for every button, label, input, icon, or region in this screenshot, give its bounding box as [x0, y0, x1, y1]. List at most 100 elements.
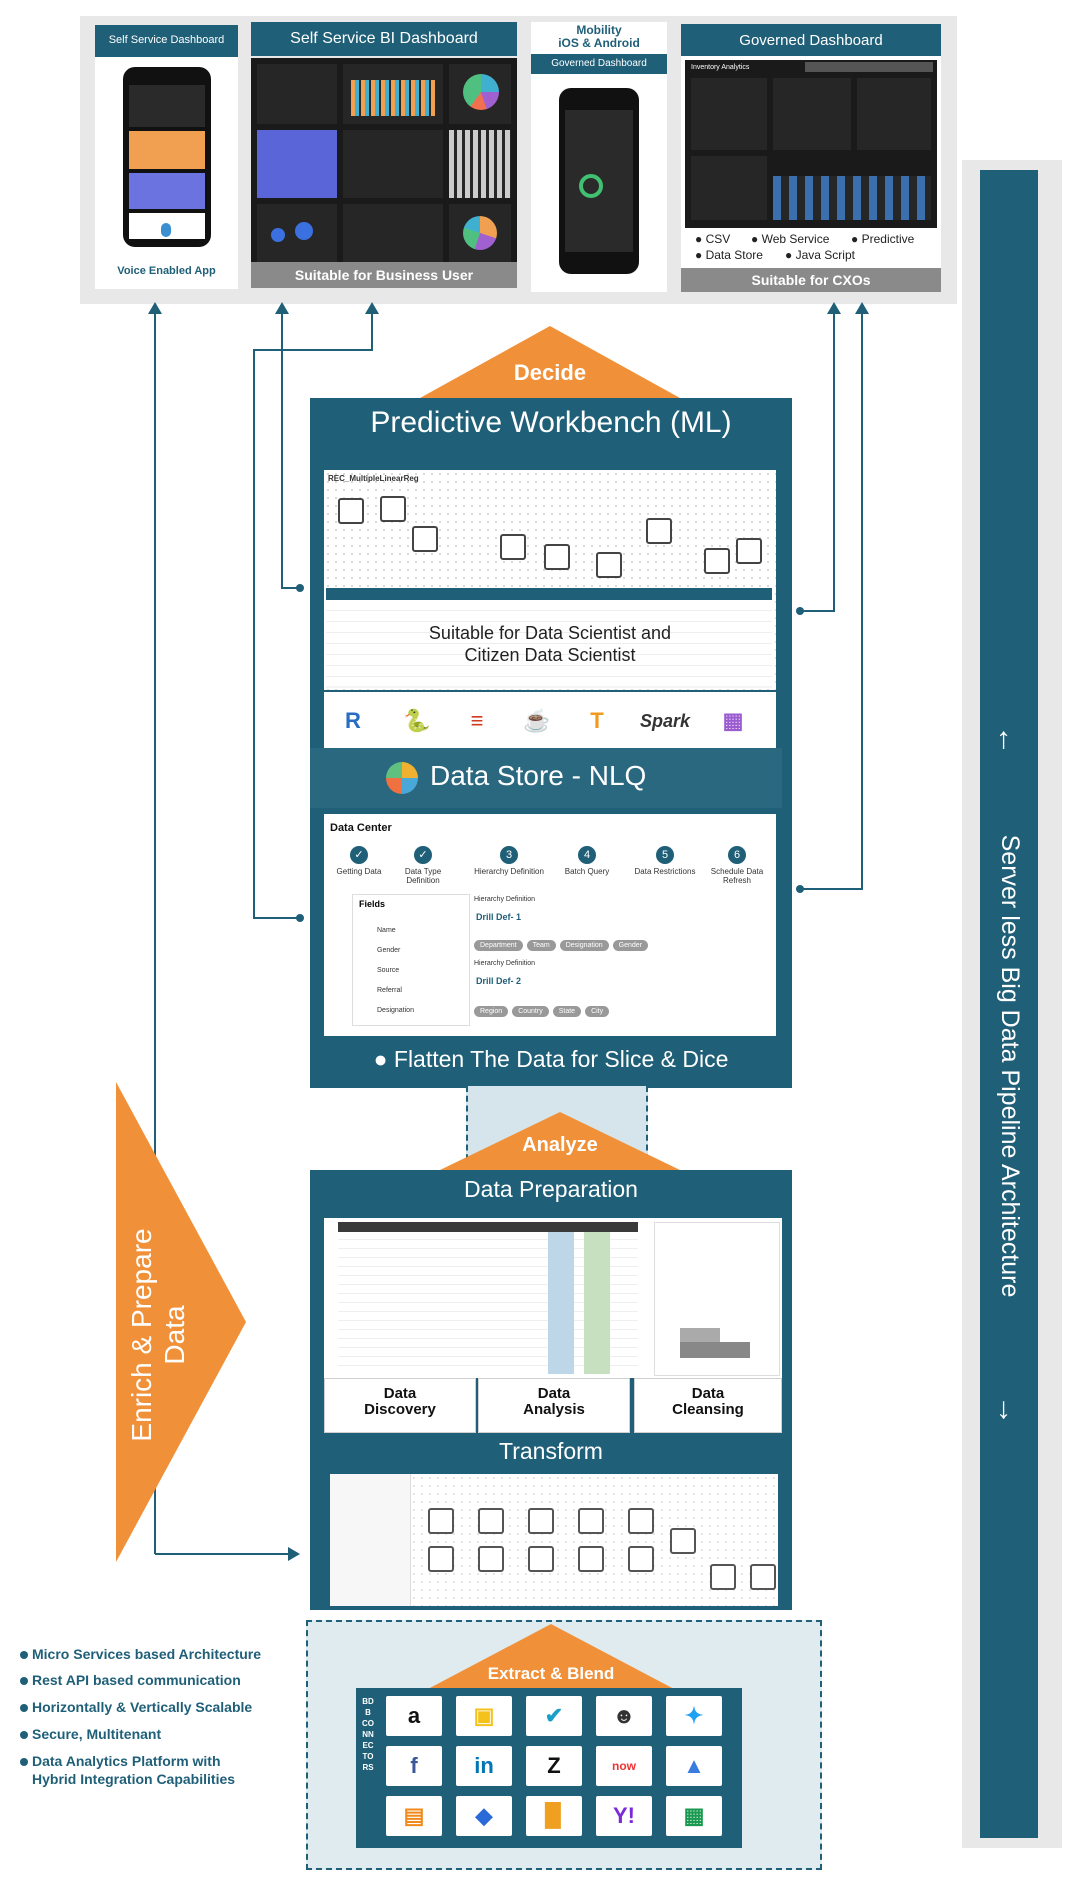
amazon-connector-icon[interactable]: a — [386, 1696, 442, 1736]
inventory-analytics-label: Inventory Analytics — [691, 64, 750, 71]
overlay-line1: Suitable for Data Scientist and — [428, 623, 672, 643]
governed-dashboard-preview: Inventory Analytics — [685, 60, 937, 228]
field-item[interactable]: Name — [377, 927, 396, 934]
governed-small-title: Governed Dashboard — [551, 58, 647, 69]
voice-enabled-label: Voice Enabled App — [117, 265, 216, 277]
data-analysis-line2: Analysis — [523, 1401, 585, 1418]
step-getting-data[interactable]: ✓Getting Data — [324, 846, 394, 876]
feature-item: Horizontally & Vertically Scalable — [19, 1699, 253, 1715]
field-item[interactable]: Gender — [377, 947, 401, 954]
chip-region[interactable]: Region — [474, 1006, 509, 1017]
datastore-title: Data Store - NLQ — [430, 760, 647, 791]
enrich-line1: Enrich & Prepare — [126, 1228, 157, 1442]
mailchimp-connector-icon[interactable]: ☻ — [596, 1696, 652, 1736]
chip-gender[interactable]: Gender — [612, 940, 649, 951]
chip-designation[interactable]: Designation — [559, 940, 609, 951]
chip-team[interactable]: Team — [526, 940, 556, 951]
connectors-vertical-label: BDB CONNECTORS — [362, 1697, 374, 1772]
linkedin-connector-icon[interactable]: in — [456, 1746, 512, 1786]
workbench-title: Predictive Workbench (ML) — [370, 406, 732, 439]
export-data-store: ● Data Store — [695, 248, 763, 262]
drill-def-1: Drill Def- 1 — [476, 912, 522, 922]
feature-item: Micro Services based Architecture — [19, 1646, 262, 1662]
export-java-script: ● Java Script — [785, 248, 855, 262]
hierarchy-label-1: Hierarchy Definition — [474, 896, 536, 903]
hierarchy-panel: Hierarchy Definition Drill Def- 1 Depart… — [474, 894, 770, 1024]
step-data-type[interactable]: ✓Data Type Definition — [388, 846, 458, 885]
analyze-label: Analyze — [522, 1134, 598, 1156]
data-cleansing-line2: Cleansing — [672, 1401, 744, 1418]
data-cleansing-line1: Data — [691, 1385, 725, 1402]
feature-item: Secure, Multitenant — [19, 1726, 162, 1742]
data-center-title: Data Center — [330, 822, 392, 834]
zendesk-connector-icon[interactable]: Z — [526, 1746, 582, 1786]
data-center-panel: Data Center ✓Getting Data ✓Data Type Def… — [324, 814, 776, 1036]
drill-def-2: Drill Def- 2 — [476, 976, 522, 986]
r-logo-icon: R — [345, 708, 361, 733]
field-item[interactable]: Source — [377, 967, 400, 974]
field-item[interactable]: Referral — [377, 987, 402, 994]
scala-logo-icon: ≡ — [470, 708, 484, 733]
workbench-tab[interactable]: REC_MultipleLinearReg — [328, 474, 419, 483]
workbench-overlay-text: Suitable for Data Scientist and Citizen … — [324, 622, 776, 666]
facebook-connector-icon[interactable]: f — [386, 1746, 442, 1786]
chip-department[interactable]: Department — [474, 940, 523, 951]
flipkart-connector-icon[interactable]: ▣ — [456, 1696, 512, 1736]
feed-connector-icon[interactable]: ▤ — [386, 1796, 442, 1836]
neural-net-logo-icon: ▦ — [722, 708, 744, 733]
adwords-connector-icon[interactable]: ▲ — [666, 1746, 722, 1786]
data-discovery-line1: Data — [383, 1385, 417, 1402]
chip-city[interactable]: City — [585, 1006, 610, 1017]
spark-logo-icon: Spark — [639, 711, 691, 731]
language-logos: R 🐍 ≡ ☕ T Spark ▦ — [324, 692, 776, 750]
governed-title: Governed Dashboard — [739, 32, 883, 49]
jira-connector-icon[interactable]: ◆ — [456, 1796, 512, 1836]
suitable-cxos-bar: Suitable for CXOs — [681, 268, 941, 292]
fields-title: Fields — [359, 899, 386, 909]
servicenow-connector-icon[interactable]: now — [596, 1746, 652, 1786]
check-connector-icon[interactable]: ✔ — [526, 1696, 582, 1736]
self-service-bi-card: Self Service BI Dashboard Suitable for B… — [251, 22, 517, 288]
enrich-arrow — [116, 1082, 246, 1562]
bi-dashboard-preview — [251, 58, 517, 278]
side-arrow-up-icon: ↑ — [996, 722, 1011, 755]
overlay-line2: Citizen Data Scientist — [464, 645, 636, 665]
feature-item: Rest API based communication — [20, 1672, 241, 1688]
self-service-title: Self Service Dashboard — [108, 34, 225, 46]
mobility-card: Mobility iOS & Android Governed Dashboar… — [531, 22, 667, 292]
flatten-text: ● Flatten The Data for Slice & Dice — [373, 1046, 729, 1072]
suitable-business-bar: Suitable for Business User — [251, 262, 517, 288]
analyze-triangle — [440, 1112, 680, 1170]
feature-item: Data Analytics Platform with — [20, 1753, 221, 1769]
data-discovery-line2: Discovery — [364, 1401, 436, 1418]
data-analysis-line1: Data — [537, 1385, 571, 1402]
self-service-card: Self Service Dashboard Voice Enabled App — [95, 25, 238, 289]
extract-label: Extract & Blend — [487, 1664, 615, 1683]
hierarchy-label-2: Hierarchy Definition — [474, 960, 536, 967]
results-table — [326, 588, 772, 688]
chip-country[interactable]: Country — [512, 1006, 549, 1017]
field-item[interactable]: Designation — [377, 1007, 414, 1014]
twitter-connector-icon[interactable]: ✦ — [666, 1696, 722, 1736]
mic-icon[interactable] — [161, 223, 171, 237]
yahoo-connector-icon[interactable]: Y! — [596, 1796, 652, 1836]
governed-card: Governed Dashboard Inventory Analytics ●… — [681, 24, 941, 292]
chip-state[interactable]: State — [552, 1006, 582, 1017]
analytics-connector-icon[interactable]: ▉ — [526, 1796, 582, 1836]
android-phone-mockup — [559, 88, 639, 274]
side-title: Server less Big Data Pipeline Architectu… — [996, 834, 1024, 1298]
export-predictive: ● Predictive — [851, 232, 915, 246]
transform-canvas — [330, 1474, 778, 1606]
sheets-connector-icon[interactable]: ▦ — [666, 1796, 722, 1836]
workbench-canvas: REC_MultipleLinearReg Suitable for Data … — [324, 470, 776, 690]
